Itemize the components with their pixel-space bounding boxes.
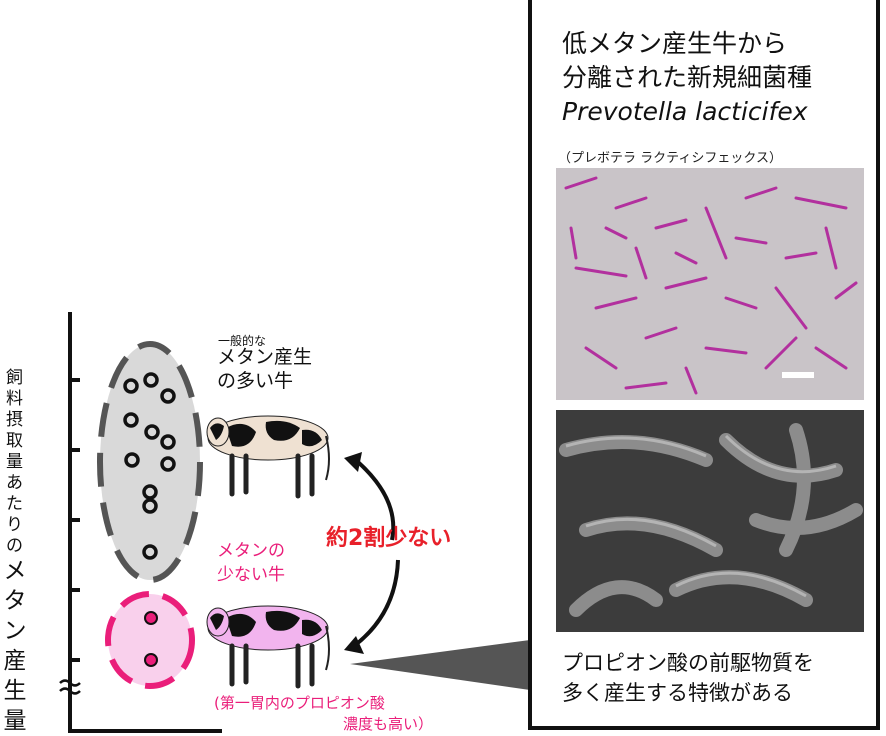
- callout-pointer: [350, 640, 530, 690]
- holstein-cow-beige-icon: [206, 415, 330, 499]
- panel-caption-1: プロピオン酸の前駆物質を: [562, 651, 814, 675]
- low-group-note-1: (第一胃内のプロピオン酸: [214, 694, 385, 712]
- panel-title-2: 分離された新規細菌種: [562, 63, 813, 92]
- high-methane-group: [97, 341, 203, 583]
- methane-plot: [59, 312, 530, 733]
- comparison-label: 約2割少ない: [326, 526, 452, 551]
- panel-caption-2: 多く産生する特徴がある: [562, 681, 793, 705]
- holstein-cow-pink-icon: [206, 605, 330, 689]
- bacteria-panel: 低メタン産生牛から 分離された新規細菌種 Prevotella lacticif…: [528, 0, 880, 730]
- low-group-label-1: メタンの: [217, 541, 285, 561]
- high-group-label-1: メタン産生: [217, 346, 313, 368]
- species-name: Prevotella lacticifex: [562, 97, 808, 126]
- low-group-label-2: 少ない牛: [217, 565, 285, 585]
- panel-title-1: 低メタン産生牛から: [562, 29, 788, 58]
- high-group-prefix: 一般的な: [218, 334, 267, 348]
- electron-micrograph-icon: [556, 410, 864, 632]
- high-group-label-2: の多い牛: [217, 370, 294, 392]
- species-reading: （プレボテラ ラクティシフェックス）: [558, 151, 782, 166]
- light-micrograph-icon: [556, 168, 864, 400]
- axis-break-icon: [59, 679, 81, 695]
- low-group-note-2: 濃度も高い）: [343, 715, 434, 733]
- low-methane-group: [105, 591, 195, 689]
- high-data-points: [123, 372, 176, 560]
- y-axis-label-small: 飼料摂取量あたりの: [6, 368, 23, 556]
- comparison-arrow-icon: [352, 460, 400, 648]
- low-data-points: [144, 611, 158, 667]
- y-axis-label-big: メタン産生量: [3, 558, 27, 734]
